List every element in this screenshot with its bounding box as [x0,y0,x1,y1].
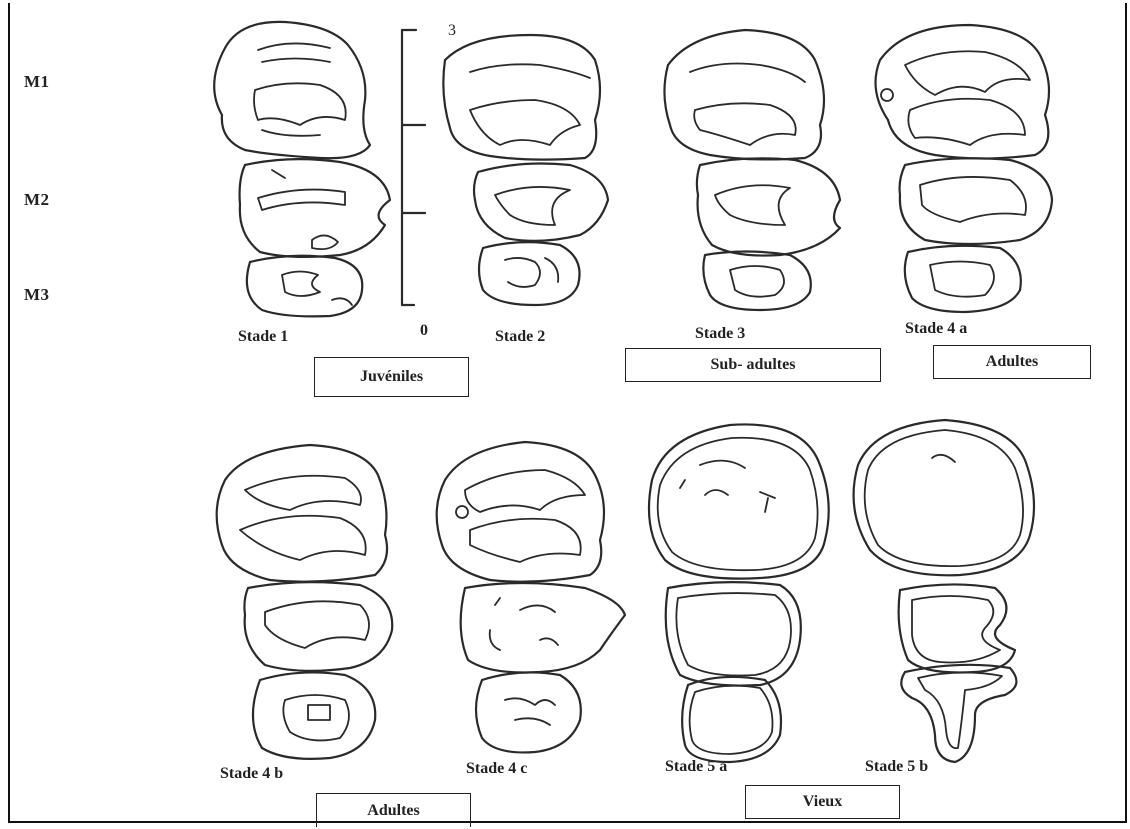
group-box-adultes-top: Adultes [933,345,1091,379]
stage-label-3: Stade 3 [695,325,745,343]
stage-label-5b: Stade 5 b [865,758,928,776]
group-box-vieux: Vieux [745,785,900,819]
group-box-subadultes: Sub- adultes [625,348,881,382]
molar-stage-4a [876,25,1053,312]
molar-stage-4b [217,445,393,759]
molar-stage-5b [854,420,1034,762]
stage-label-4c: Stade 4 c [466,760,527,778]
stage-label-1: Stade 1 [238,328,288,346]
molar-stage-3 [664,30,840,310]
stage-label-4a: Stade 4 a [905,320,967,338]
molar-stage-5a [649,424,829,762]
stage-label-2: Stade 2 [495,328,545,346]
group-box-adultes-bottom: Adultes [316,793,471,827]
stage-label-4b: Stade 4 b [220,765,283,783]
molar-stage-1 [214,22,390,317]
molar-stage-4c [437,442,625,752]
stage-label-5a: Stade 5 a [665,758,727,776]
group-box-juveniles: Juvéniles [314,357,469,397]
molar-stage-2 [443,35,608,305]
